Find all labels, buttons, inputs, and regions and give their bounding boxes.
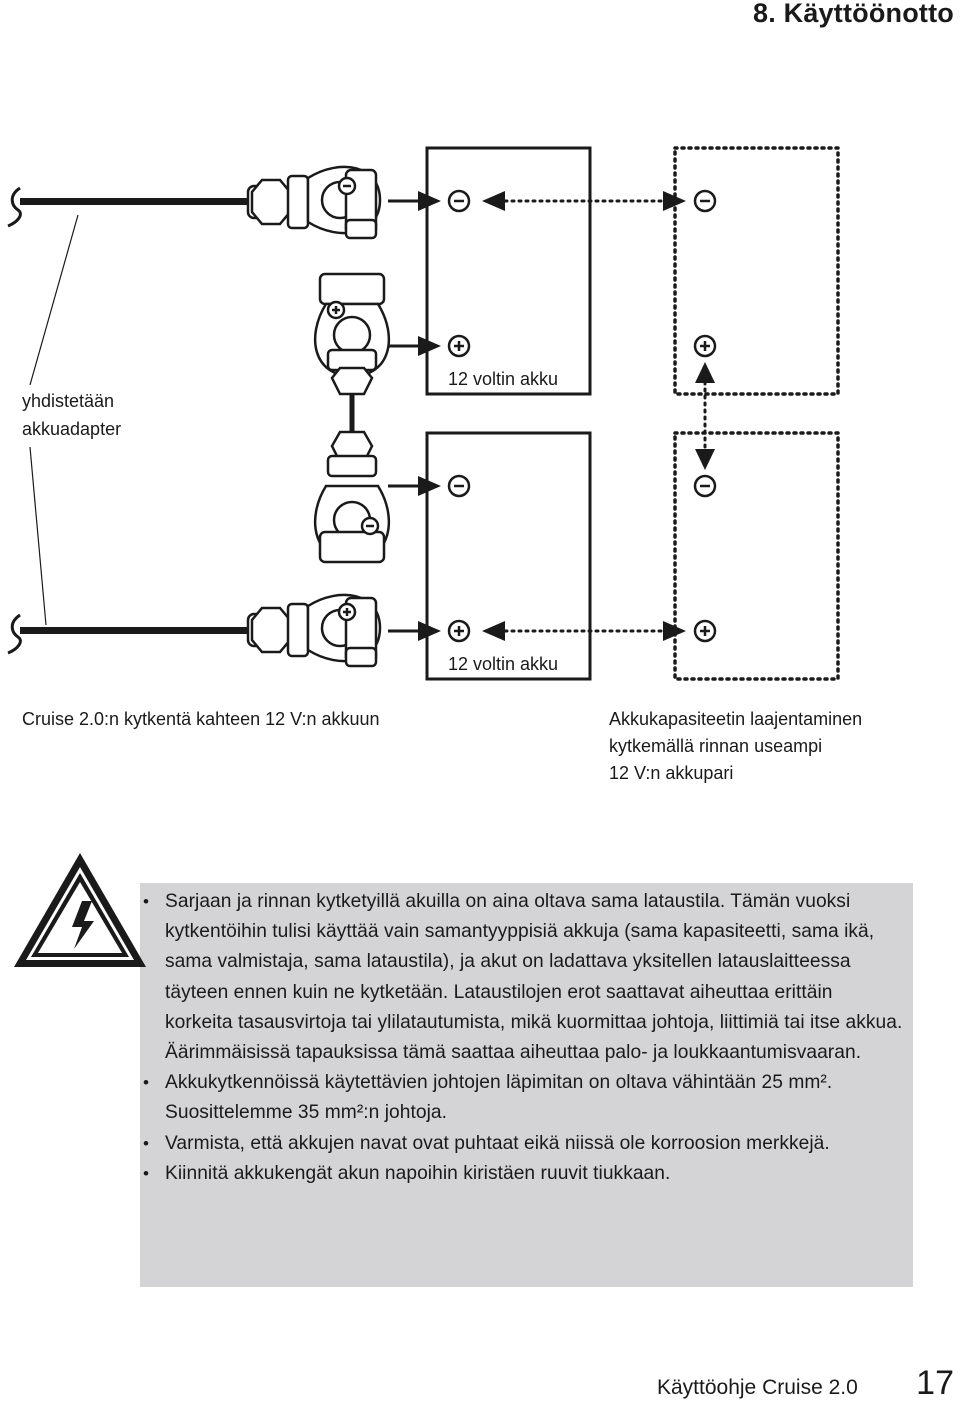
battery-2-label: 12 voltin akku [448, 654, 559, 674]
adapter-label-line-2: akkuadapter [22, 419, 122, 439]
battery-1-label: 12 voltin akku [448, 369, 559, 389]
parallel-2-minus-terminal-icon [693, 474, 717, 498]
battery-clamp-bottom-icon [246, 593, 382, 668]
battery-wiring-diagram [7, 146, 840, 681]
warning-bullet: Sarjaan ja rinnan kytketyillä akuilla on… [140, 887, 905, 1068]
battery-2-minus-terminal-icon [447, 474, 471, 498]
cable-bottom [7, 613, 250, 655]
battery-1-minus-terminal-icon [447, 189, 471, 213]
battery-1-box [425, 146, 592, 396]
manual-title: Käyttöohje Cruise 2.0 [657, 1376, 858, 1399]
left-caption: Cruise 2.0:n kytkentä kahteen 12 V:n akk… [22, 709, 380, 729]
cable-top [7, 186, 250, 228]
parallel-battery-1-box [673, 146, 840, 396]
high-voltage-warning-icon [14, 853, 146, 967]
parallel-connection-bottom [482, 621, 686, 641]
battery-clamp-top-icon [246, 165, 382, 240]
page-number: 17 [916, 1364, 954, 1402]
warning-text: Sarjaan ja rinnan kytketyillä akuilla on… [140, 887, 905, 1189]
parallel-1-plus-terminal-icon [693, 334, 717, 358]
warning-bullet: Akkukytkennöissä käytettävien johtojen l… [140, 1068, 905, 1128]
section-title: 8. Käyttöönotto [753, 0, 954, 28]
battery-2-box [425, 431, 592, 681]
parallel-1-minus-terminal-icon [693, 189, 717, 213]
adapter-leader-line-top [29, 214, 79, 386]
battery-1-plus-terminal-icon [447, 334, 471, 358]
battery-clamp-series-upper-icon [313, 272, 391, 396]
warning-bullet: Varmista, että akkujen navat ovat puhtaa… [140, 1129, 905, 1159]
adapter-leader-line-bottom [29, 446, 47, 626]
right-caption-line-2: kytkemällä rinnan useampi [609, 736, 823, 756]
parallel-2-plus-terminal-icon [693, 619, 717, 643]
parallel-series-link [695, 362, 715, 470]
parallel-connection-top [482, 191, 686, 211]
adapter-label-line-1: yhdistetään [22, 391, 115, 411]
clamp-arrows [388, 191, 441, 641]
parallel-battery-2-box [673, 431, 840, 681]
battery-2-plus-terminal-icon [447, 619, 471, 643]
battery-clamp-series-lower-icon [313, 430, 391, 564]
right-caption-line-1: Akkukapasiteetin laajentaminen [609, 709, 863, 729]
right-caption-line-3: 12 V:n akkupari [609, 763, 734, 783]
warning-list: Sarjaan ja rinnan kytketyillä akuilla on… [140, 887, 905, 1189]
warning-bullet: Kiinnitä akkukengät akun napoihin kirist… [140, 1159, 905, 1189]
